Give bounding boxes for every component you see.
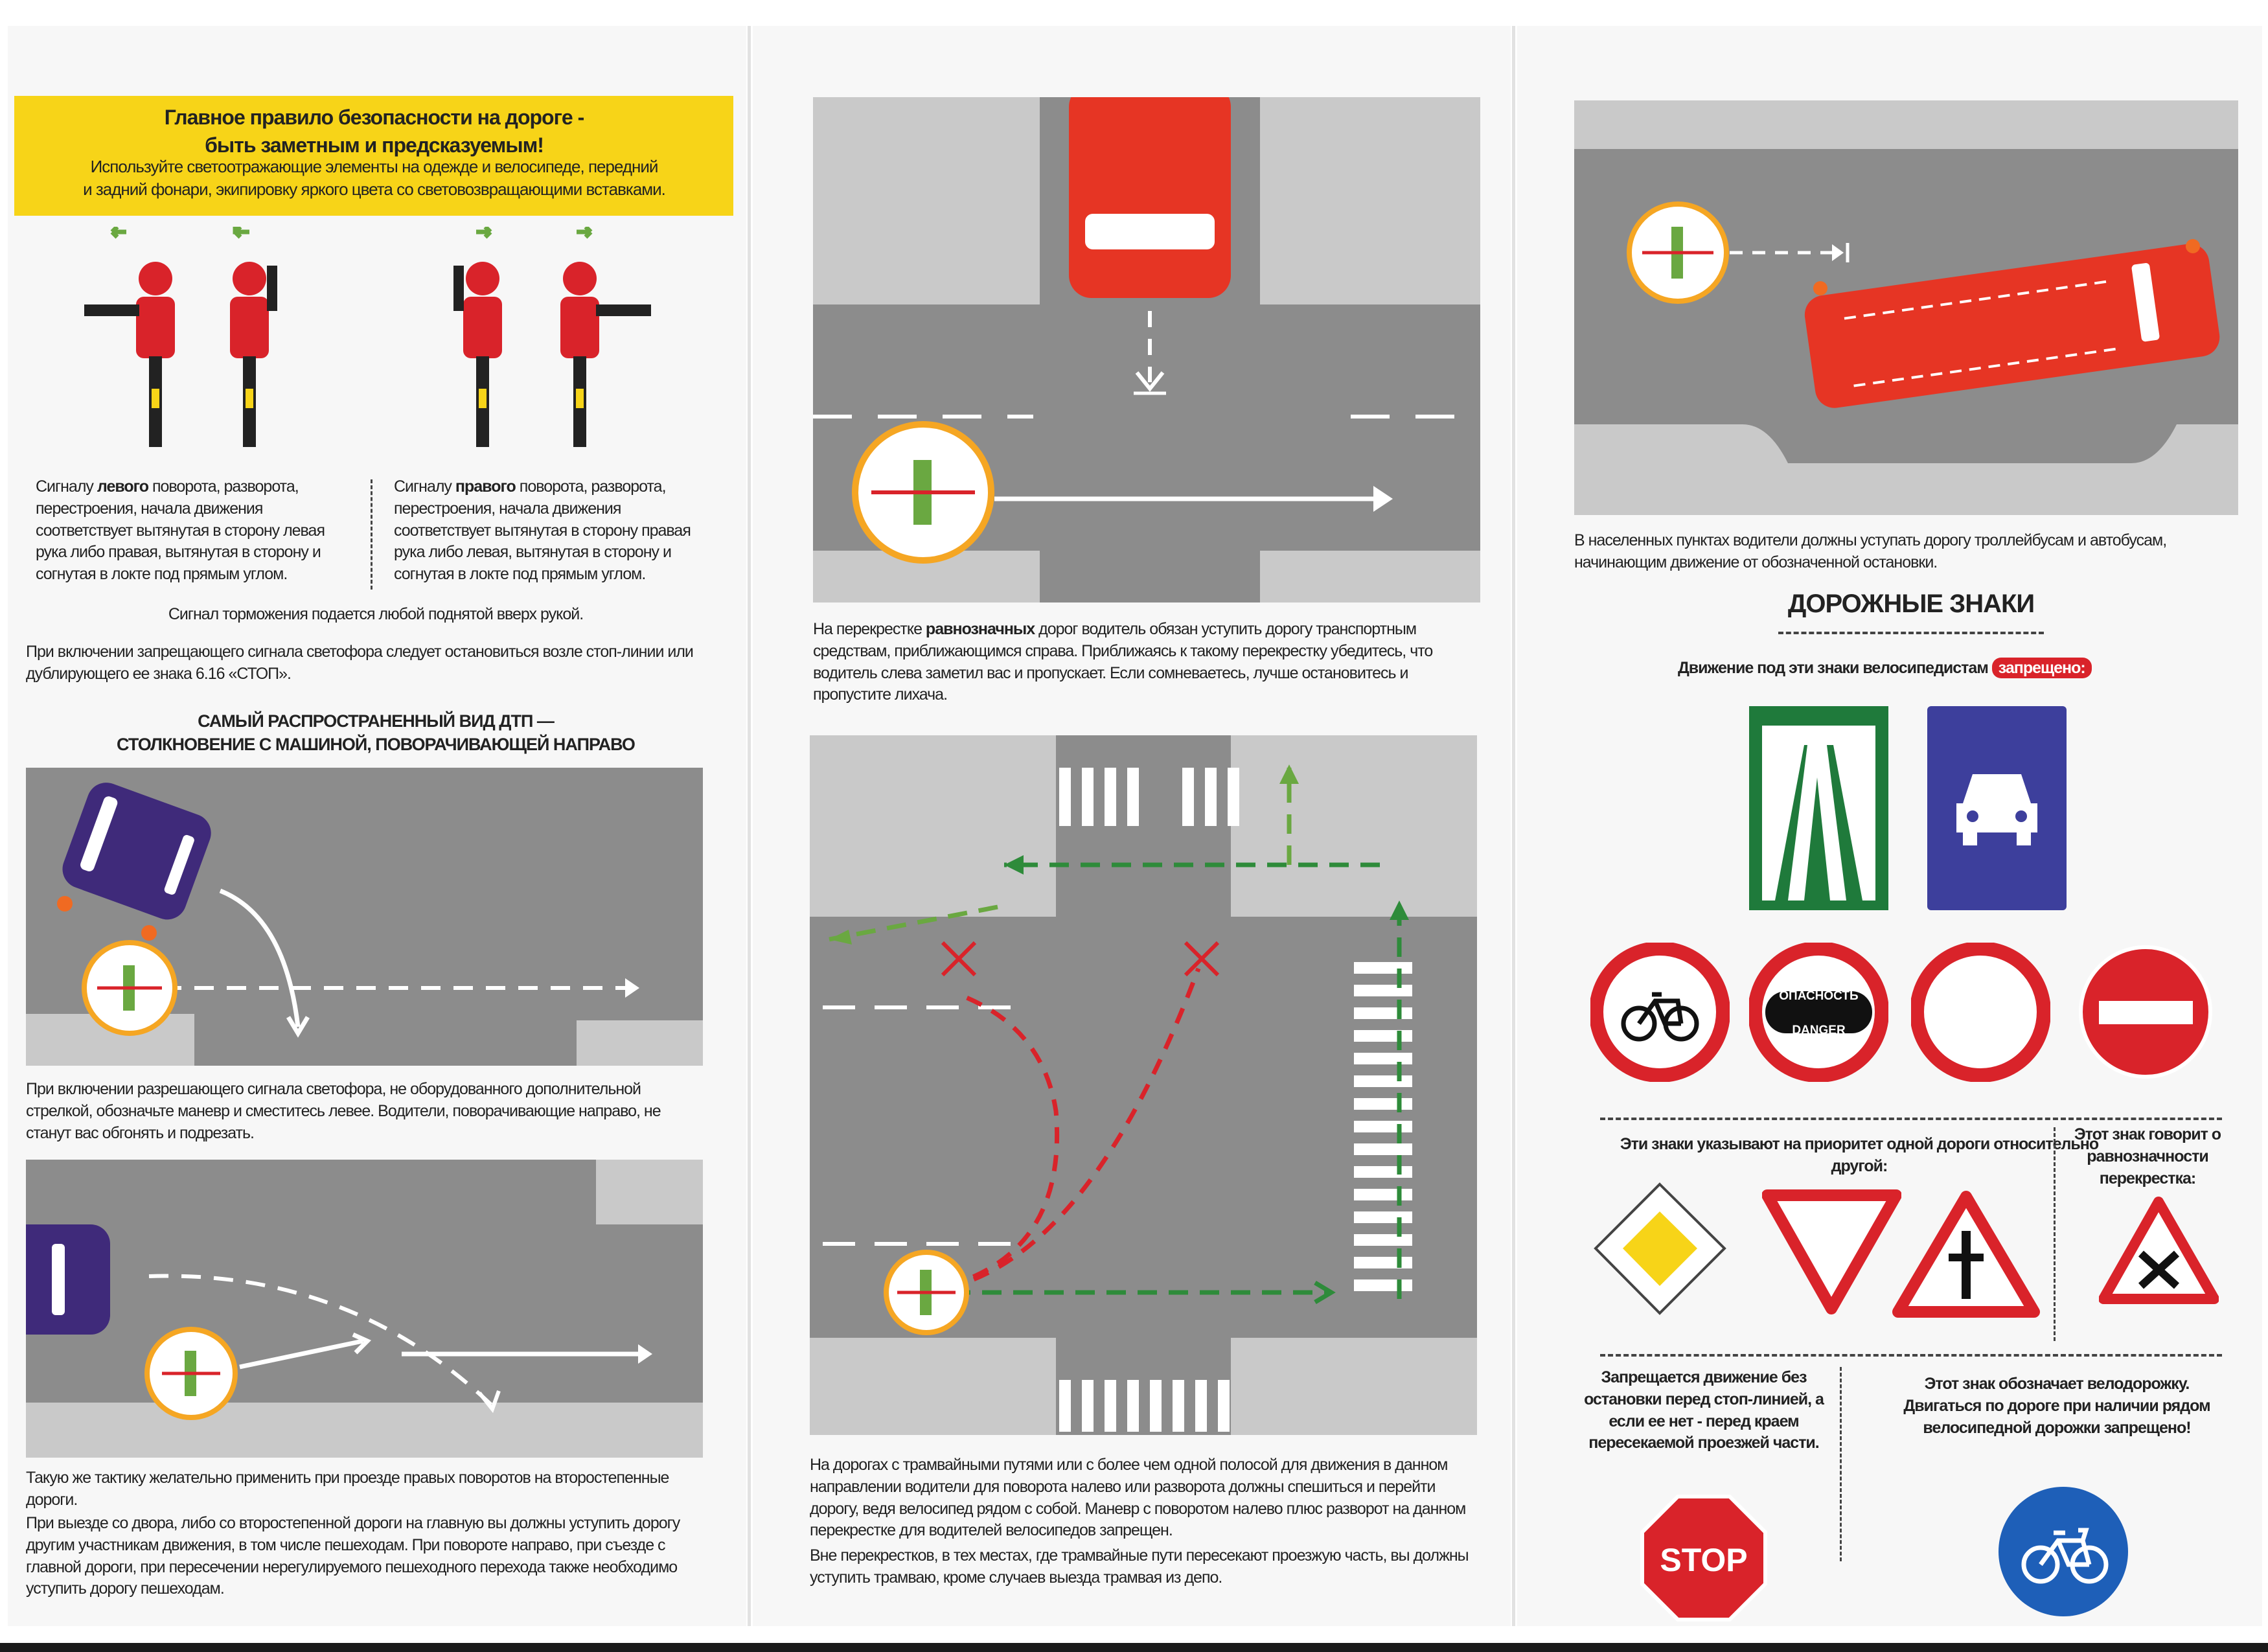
equal-text-post: дорог водитель обязан уступить дорогу тр…	[813, 620, 1433, 704]
equal-text-pre: На перекрестке	[813, 620, 926, 638]
left-signal-post: поворота, разворота, перестроения, начал…	[36, 477, 325, 583]
signs-divider-vertical	[2054, 1127, 2056, 1341]
no-vehicles-sign	[1910, 941, 2051, 1083]
green-rule-text: При включении разрешающего сигнала свето…	[26, 1080, 661, 1142]
cyclist-left-1	[84, 225, 175, 447]
bus-stop-scene	[1574, 100, 2238, 515]
brake-signal-text: Сигнал торможения подается любой поднято…	[168, 605, 584, 623]
equal-intersection-scene	[813, 97, 1480, 602]
danger-sign-bottom-text: DANGER	[1792, 1024, 1846, 1037]
left-signal-text: Сигналу левого поворота, разворота, пере…	[36, 476, 353, 586]
tram-text-1: На дорогах с трамвайными путями или с бо…	[810, 1456, 1466, 1540]
side-road-sign	[1892, 1189, 2041, 1318]
priority-text: Эти знаки указывают на приоритет одной д…	[1620, 1135, 2099, 1175]
left-turn-scene	[810, 735, 1477, 1435]
right-signal-post: поворота, разворота, перестроения, начал…	[394, 477, 691, 583]
dtp-heading: САМЫЙ РАСПРОСТРАНЕННЫЙ ВИД ДТП — СТОЛКНО…	[117, 711, 636, 755]
stop-line-text: Запрещается движение без остановки перед…	[1584, 1368, 1824, 1452]
signs-heading: ДОРОЖНЫЕ ЗНАКИ	[1787, 590, 2035, 618]
scan-edge	[0, 1643, 2268, 1652]
car-road-sign	[1927, 706, 2067, 910]
right-signal-text: Сигналу правого поворота, разворота, пер…	[394, 476, 705, 586]
safety-banner	[14, 96, 733, 216]
no-bicycles-sign	[1589, 941, 1730, 1083]
tram-text-2: Вне перекрестков, в тех местах, где трам…	[810, 1546, 1469, 1587]
left-signal-bold: левого	[97, 477, 149, 496]
equal-text-bold: равнозначных	[925, 620, 1035, 638]
signs-divider-1	[1600, 1118, 2222, 1120]
banner-text: Используйте светоотражающие элементы на …	[83, 157, 666, 200]
tactic-text-1: Такую же тактику желательно применить пр…	[26, 1469, 669, 1509]
bike-path-sign	[1995, 1484, 2131, 1620]
danger-stop-sign	[1748, 941, 1889, 1083]
right-turn-scene-1	[26, 768, 703, 1066]
bike-path-text: Этот знак обозначает велодорожку. Двигат…	[1903, 1375, 2210, 1437]
fold-line-1	[748, 26, 751, 1626]
banner-title: Главное правило безопасности на дороге -…	[164, 106, 585, 157]
stop-sign	[1639, 1493, 1769, 1623]
prohibited-label: Движение под эти знаки велосипедистам за…	[1678, 658, 2170, 680]
tactic-text-2: При выезде со двора, либо со второстепен…	[26, 1514, 680, 1598]
prohibited-text: Движение под эти знаки велосипедистам	[1678, 659, 1989, 677]
equal-sign-text: Этот знак говорит о равнозначности перек…	[2074, 1125, 2221, 1187]
right-signal-bold: правого	[455, 477, 516, 496]
give-way-sign	[1761, 1189, 1902, 1315]
signs-divider-2	[1600, 1354, 2222, 1357]
stop-rule-text: При включении запрещающего сигнала свето…	[26, 643, 694, 683]
left-signal-pre: Сигналу	[36, 477, 97, 496]
cyclist-right-2	[560, 225, 651, 447]
cyclist-left-2	[230, 225, 277, 447]
cyclist-right-1	[453, 225, 502, 447]
prohibited-badge: запрещено:	[1991, 658, 2092, 678]
fold-line-2	[1512, 26, 1515, 1626]
signs-heading-underline	[1778, 632, 2044, 634]
hand-signals-illustration	[65, 225, 661, 453]
signal-divider	[371, 479, 372, 590]
right-turn-scene-2	[26, 1160, 703, 1458]
equal-intersection-sign	[2098, 1195, 2219, 1305]
motorway-sign	[1749, 706, 1888, 910]
equal-intersection-text: На перекрестке равнозначных дорог водите…	[813, 619, 1487, 706]
right-signal-pre: Сигналу	[394, 477, 455, 496]
signs-divider-vertical-2	[1840, 1367, 1842, 1561]
main-road-sign	[1590, 1179, 1730, 1318]
no-entry-sign	[2076, 943, 2216, 1082]
stop-sign-text: STOP	[1660, 1542, 1748, 1578]
danger-sign-top-text: ОПАСНОСТЬ	[1779, 989, 1859, 1003]
bus-stop-text: В населенных пунктах водители должны уст…	[1574, 531, 2167, 571]
